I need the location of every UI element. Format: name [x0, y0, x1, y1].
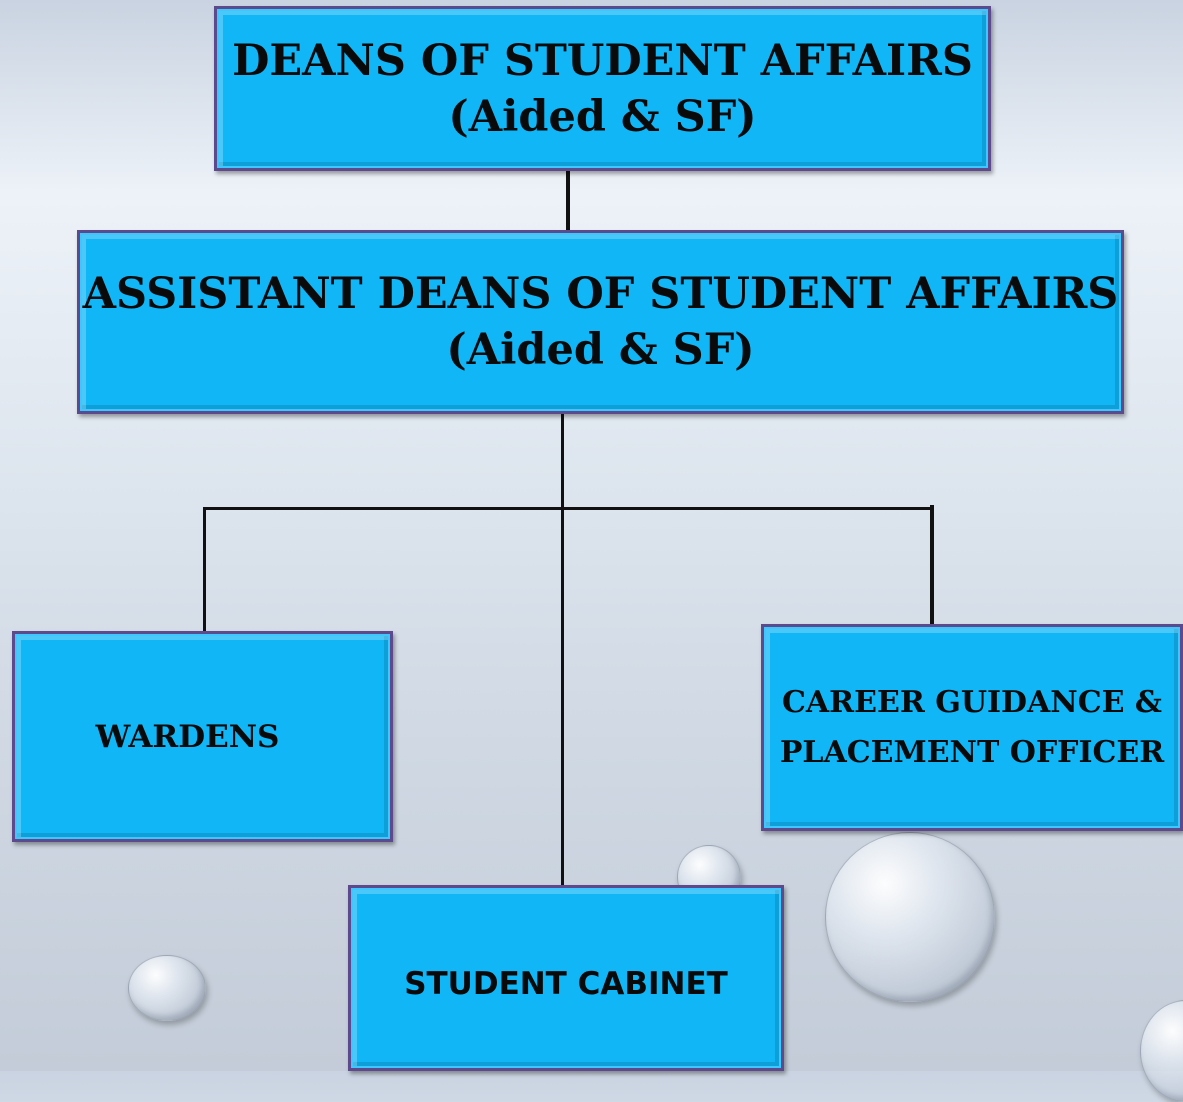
decorative-bubble-corner [1140, 1000, 1183, 1102]
assistant-deans-title: ASSISTANT DEANS OF STUDENT AFFAIRS [82, 269, 1119, 319]
career-line2: PLACEMENT OFFICER [779, 734, 1165, 770]
decorative-bubble-large [825, 832, 995, 1002]
career-box: CAREER GUIDANCE & PLACEMENT OFFICER [761, 624, 1183, 831]
connector-top-to-second [566, 170, 570, 232]
assistant-deans-subtitle: (Aided & SF) [446, 325, 755, 375]
wardens-box: WARDENS [12, 631, 393, 842]
career-line1: CAREER GUIDANCE & [782, 684, 1162, 720]
deans-subtitle: (Aided & SF) [448, 91, 757, 142]
connector-to-career [930, 505, 934, 627]
student-cabinet-label: STUDENT CABINET [404, 966, 728, 1002]
student-cabinet-box: STUDENT CABINET [348, 885, 784, 1071]
connector-second-down [561, 413, 564, 888]
assistant-deans-box: ASSISTANT DEANS OF STUDENT AFFAIRS (Aide… [77, 230, 1124, 414]
wardens-label: WARDENS [95, 718, 280, 755]
deans-box: DEANS OF STUDENT AFFAIRS (Aided & SF) [214, 6, 991, 171]
connector-horizontal [203, 507, 934, 510]
connector-to-wardens [203, 510, 206, 632]
decorative-bubble-left [128, 955, 206, 1021]
deans-title: DEANS OF STUDENT AFFAIRS [232, 35, 973, 86]
